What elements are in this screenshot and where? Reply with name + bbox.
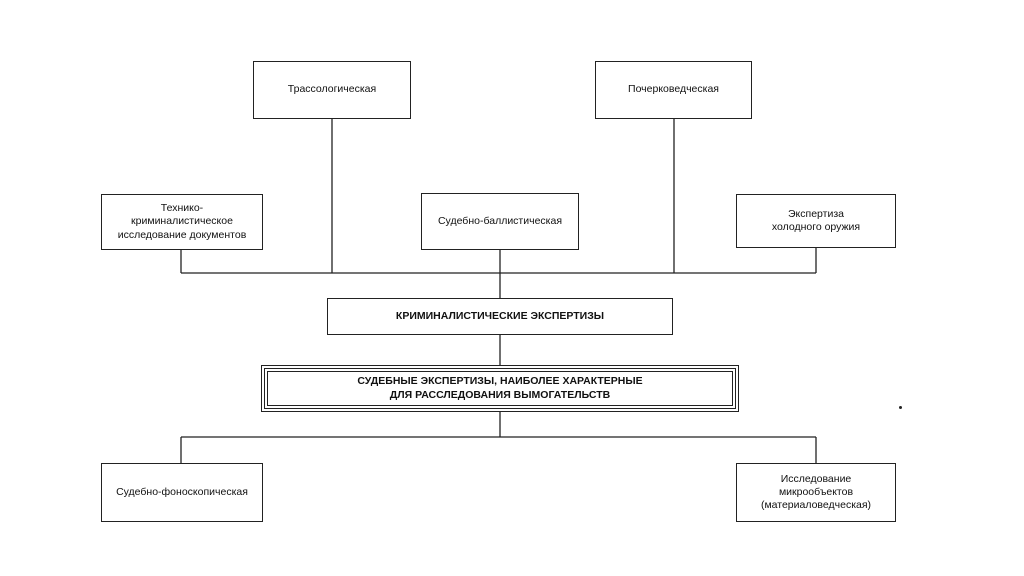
node-weapons: Экспертиза холодного оружия [736, 194, 896, 248]
node-trace: Трассологическая [253, 61, 411, 119]
node-ballistic: Судебно-баллистическая [421, 193, 579, 250]
node-main: СУДЕБНЫЕ ЭКСПЕРТИЗЫ, НАИБОЛЕЕ ХАРАКТЕРНЫ… [261, 365, 739, 412]
node-microobjects: Исследование микрообъектов (материаловед… [736, 463, 896, 522]
scan-speck [899, 406, 902, 409]
node-handwriting: Почерковедческая [595, 61, 752, 119]
node-documents: Технико- криминалистическое исследование… [101, 194, 263, 250]
node-phonoscopic: Судебно-фоноскопическая [101, 463, 263, 522]
node-forensic: КРИМИНАЛИСТИЧЕСКИЕ ЭКСПЕРТИЗЫ [327, 298, 673, 335]
